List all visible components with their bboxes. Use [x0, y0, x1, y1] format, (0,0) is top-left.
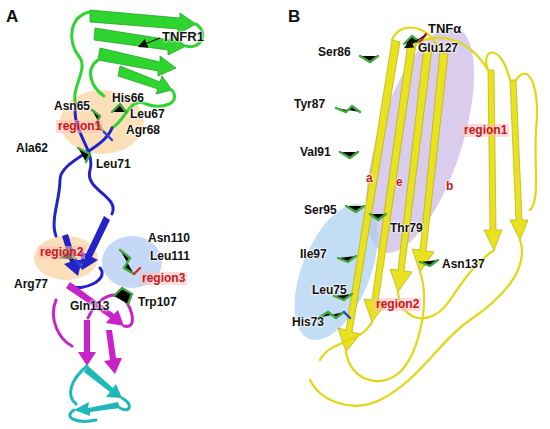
region-label: region2 [38, 246, 85, 259]
region-label: region1 [56, 120, 103, 133]
residue-label: Gln113 [70, 300, 109, 313]
residue-label: Arg77 [14, 278, 48, 291]
residue-label: Ile97 [300, 248, 327, 261]
panel-letter: B [288, 8, 300, 27]
residue-label: Ser86 [318, 46, 351, 59]
residue-label: His66 [112, 92, 144, 105]
yellow-loop [310, 28, 537, 406]
residue-sticks [318, 34, 438, 318]
region-label: region3 [140, 272, 187, 285]
residue-label: His73 [292, 316, 324, 329]
green-domain [90, 10, 196, 94]
residue-label: Asn65 [54, 100, 90, 113]
residue-label: Ser95 [304, 204, 337, 217]
residue-label: Asn137 [442, 258, 485, 271]
residue-label: Thr79 [390, 222, 423, 235]
residue-label: Ala62 [16, 142, 48, 155]
residue-label: Leu67 [130, 108, 165, 121]
region-label: region2 [374, 298, 421, 311]
residue-label: Tyr87 [294, 98, 325, 111]
residue-label: Trp107 [138, 296, 177, 309]
protein-name: TNFR1 [162, 30, 204, 44]
residue-label: Leu111 [150, 250, 190, 263]
residue-label: Leu71 [96, 158, 131, 171]
region-label: region1 [462, 124, 509, 137]
residue-label: Asn110 [148, 232, 190, 245]
strand-letter: a [366, 172, 373, 185]
protein-name: TNFα [428, 22, 461, 36]
pointer-arrow [140, 38, 160, 46]
blue-loop [54, 104, 113, 288]
residue-label: Glu127 [418, 42, 458, 55]
residue-label: Leu75 [312, 284, 347, 297]
residue-label: Val91 [300, 146, 331, 159]
magenta-loop [53, 295, 132, 346]
strand-letter: b [446, 180, 453, 193]
cyan-loop [70, 366, 130, 421]
residue-label: Agr68 [126, 124, 160, 137]
panel-letter: A [6, 8, 18, 27]
yellow-strand [338, 40, 528, 352]
strand-letter: e [396, 176, 403, 189]
